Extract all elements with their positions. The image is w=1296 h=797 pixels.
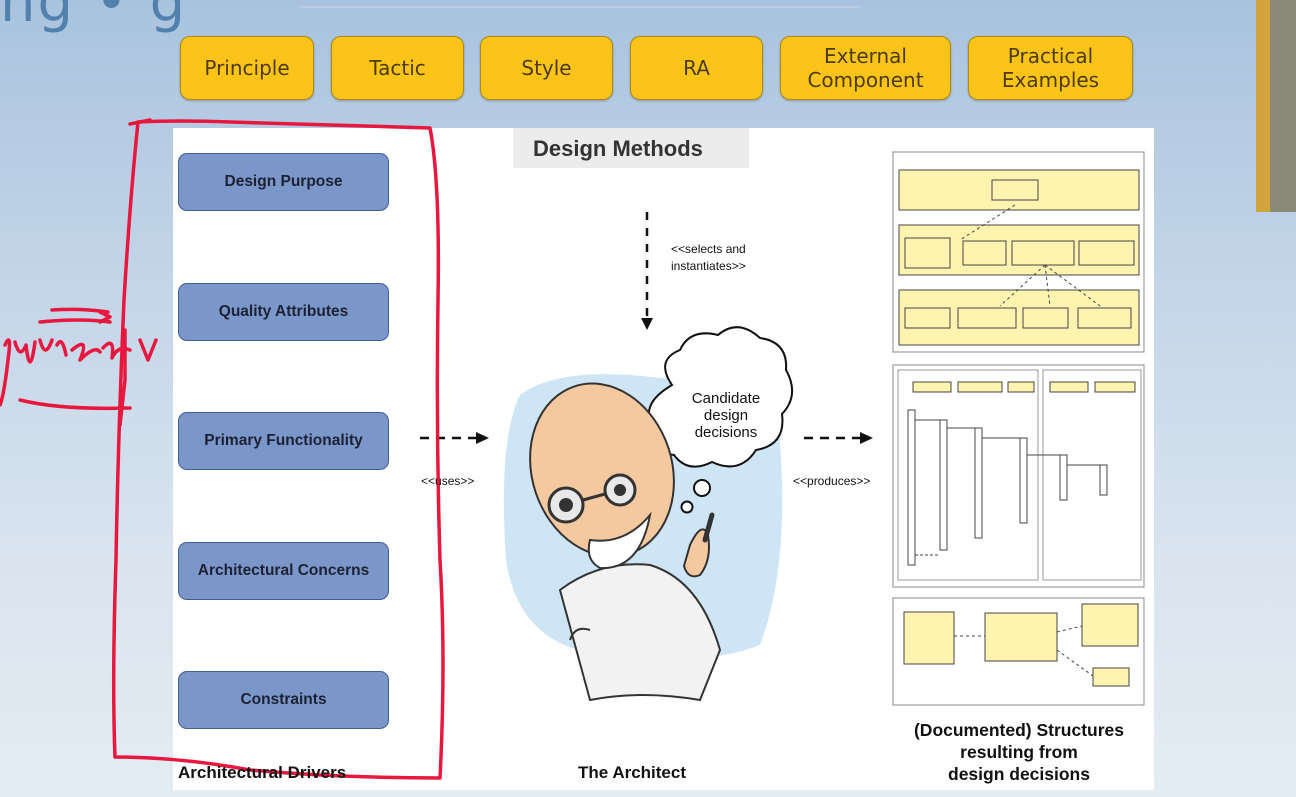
red-annotation: [0, 118, 445, 780]
slide-title-fragment: ng • g: [0, 0, 188, 35]
sequence-diagram: [892, 364, 1145, 588]
structures-line-3: design decisions: [948, 764, 1090, 784]
architect-cartoon: [529, 382, 722, 702]
title-underline: [300, 6, 860, 8]
structures-line-1: (Documented) Structures: [913, 720, 1125, 740]
book-cover-thumbnail: [1256, 0, 1296, 212]
selects-arrowhead: [641, 318, 653, 330]
deployment-diagram: [892, 597, 1145, 706]
thought-dot-1: [693, 479, 711, 497]
category-ra[interactable]: RA: [630, 36, 763, 100]
structures-label: (Documented) Structures resulting from d…: [884, 719, 1154, 785]
category-principle[interactable]: Principle: [180, 36, 314, 100]
bubble-line-2: design: [703, 407, 749, 424]
uses-arrowhead: [476, 432, 489, 444]
module-view-diagram: [892, 151, 1145, 353]
driver-design-purpose: Design Purpose: [178, 153, 389, 211]
category-tactic[interactable]: Tactic: [331, 36, 464, 100]
design-methods-band: [513, 128, 749, 168]
book-spine: [1256, 0, 1270, 212]
driver-primary-functionality: Primary Functionality: [178, 412, 389, 470]
category-style[interactable]: Style: [480, 36, 613, 100]
selects-label-line1: <<selects and: [671, 242, 746, 256]
bubble-line-3: decisions: [694, 424, 758, 441]
driver-quality-attributes: Quality Attributes: [178, 283, 389, 341]
category-external-component[interactable]: External Component: [780, 36, 951, 100]
bubble-line-1: Candidate: [691, 390, 761, 407]
uses-label: <<uses>>: [421, 474, 475, 488]
thought-dot-2: [680, 500, 694, 514]
selects-label-line2: instantiates>>: [671, 259, 746, 273]
driver-architectural-concerns: Architectural Concerns: [178, 542, 389, 600]
architectural-drivers-label: Architectural Drivers: [178, 763, 347, 782]
structures-line-2: resulting from: [960, 742, 1078, 762]
category-practical-examples[interactable]: Practical Examples: [968, 36, 1133, 100]
architect-label: The Architect: [578, 763, 687, 782]
driver-constraints: Constraints: [178, 671, 389, 729]
produces-label: <<produces>>: [793, 474, 871, 488]
design-methods-label: Design Methods: [533, 136, 703, 161]
produces-arrowhead: [860, 432, 873, 444]
bubble-text: Candidate design decisions: [676, 390, 776, 441]
